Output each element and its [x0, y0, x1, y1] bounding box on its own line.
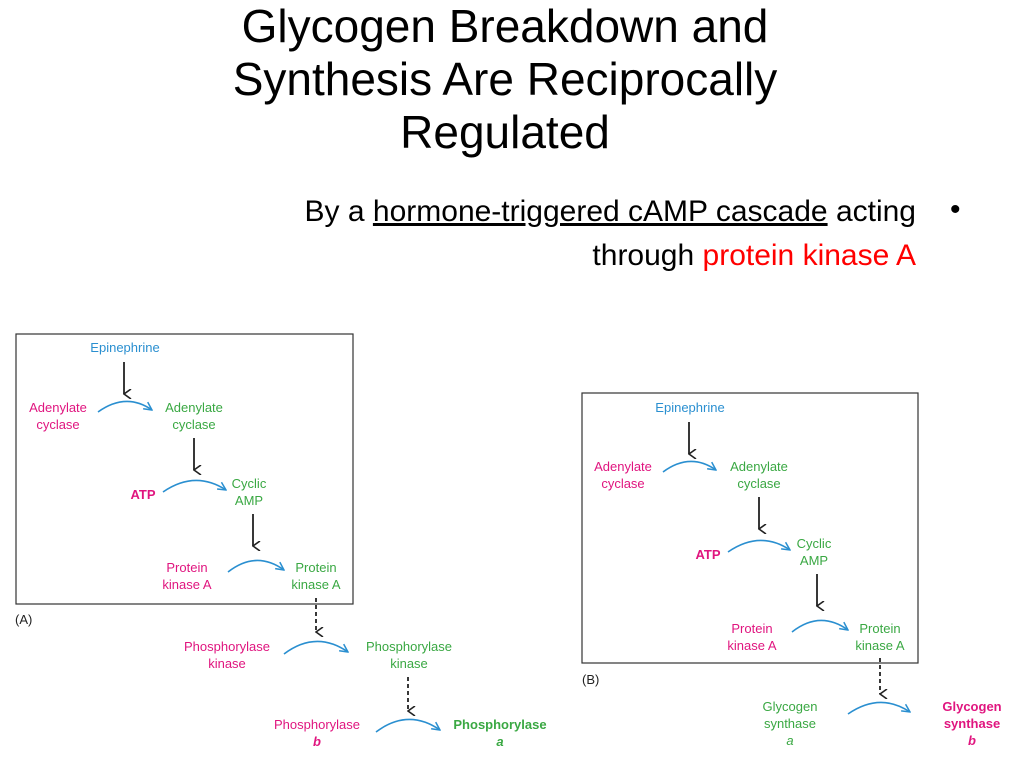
bullet-line2: through [592, 239, 695, 272]
panel-a: (A) Epinephrine Adenylate cyclase Adenyl… [15, 333, 547, 749]
pka-active-line2: kinase A [291, 577, 340, 592]
activation-arc [662, 460, 716, 473]
activation-arc [847, 701, 910, 715]
adenylate-cyclase-active-line1: Adenylate [165, 400, 223, 415]
activation-arc [791, 619, 848, 633]
bullet-link-text: hormone-triggered cAMP cascade [372, 195, 828, 228]
pka-inactive-line2: kinase A [727, 638, 776, 653]
phosphorylase-kinase-active-line2: kinase [390, 656, 428, 671]
adenylate-cyclase-active-line2: cyclase [737, 476, 780, 491]
pka-active-line1: Protein [859, 621, 900, 636]
glycogen-synthase-b-line2: synthase [944, 716, 1000, 731]
phosphorylase-a-line2: a [496, 734, 503, 749]
cyclic-amp-line1: Cyclic [232, 476, 267, 491]
epinephrine-label: Epinephrine [90, 340, 159, 355]
epinephrine-label: Epinephrine [655, 400, 724, 415]
cyclic-amp-line2: AMP [800, 553, 828, 568]
activation-arc [375, 718, 440, 733]
panel-b-label: (B) [582, 672, 599, 687]
adenylate-cyclase-inactive-line1: Adenylate [29, 400, 87, 415]
glycogen-synthase-a-line1: Glycogen [763, 699, 818, 714]
title-line-1: Glycogen Breakdown and [241, 0, 769, 52]
pka-inactive-line2: kinase A [162, 577, 211, 592]
activation-arc [162, 479, 226, 493]
activation-arc [727, 539, 790, 553]
atp-label: ATP [130, 487, 155, 502]
glycogen-synthase-a-line2: synthase [764, 716, 816, 731]
cyclic-amp-line2: AMP [235, 493, 263, 508]
adenylate-cyclase-active-line1: Adenylate [730, 459, 788, 474]
bullet-point: By a hormone-triggered cAMP cascade acti… [70, 190, 916, 278]
adenylate-cyclase-inactive-line2: cyclase [36, 417, 79, 432]
panel-b: (B) Epinephrine Adenylate cyclase Adenyl… [581, 392, 1002, 748]
phosphorylase-a-line1: Phosphorylase [453, 717, 546, 732]
pka-active-line1: Protein [295, 560, 336, 575]
bullet-prefix: By a [304, 195, 365, 228]
panel-b-frame [581, 392, 919, 664]
glycogen-synthase-b-line1: Glycogen [942, 699, 1001, 714]
cyclic-amp-line1: Cyclic [797, 536, 832, 551]
pka-inactive-line1: Protein [731, 621, 772, 636]
pka-inactive-line1: Protein [166, 560, 207, 575]
panel-a-frame [15, 333, 354, 605]
phosphorylase-kinase-inactive-line1: Phosphorylase [184, 639, 270, 654]
glycogen-synthase-a-line3: a [786, 733, 793, 748]
phosphorylase-b-line2: b [313, 734, 321, 749]
phosphorylase-b-line1: Phosphorylase [274, 717, 360, 732]
bullet-highlight: protein kinase A [702, 239, 916, 272]
pka-active-line2: kinase A [855, 638, 904, 653]
bullet-mid: acting [835, 195, 916, 228]
slide-title: Glycogen Breakdown and Synthesis Are Rec… [100, 0, 910, 159]
phosphorylase-kinase-inactive-line2: kinase [208, 656, 246, 671]
panel-a-label: (A) [15, 612, 32, 627]
atp-label: ATP [695, 547, 720, 562]
title-line-2: Synthesis Are Reciprocally [232, 53, 778, 105]
bullet-marker: • [950, 193, 961, 226]
adenylate-cyclase-inactive-line1: Adenylate [594, 459, 652, 474]
adenylate-cyclase-inactive-line2: cyclase [601, 476, 644, 491]
activation-arc [227, 559, 284, 573]
glycogen-synthase-b-line3: b [968, 733, 976, 748]
activation-arc [97, 400, 152, 413]
adenylate-cyclase-active-line2: cyclase [172, 417, 215, 432]
title-line-3: Regulated [400, 106, 610, 158]
activation-arc [283, 640, 348, 655]
phosphorylase-kinase-active-line1: Phosphorylase [366, 639, 452, 654]
